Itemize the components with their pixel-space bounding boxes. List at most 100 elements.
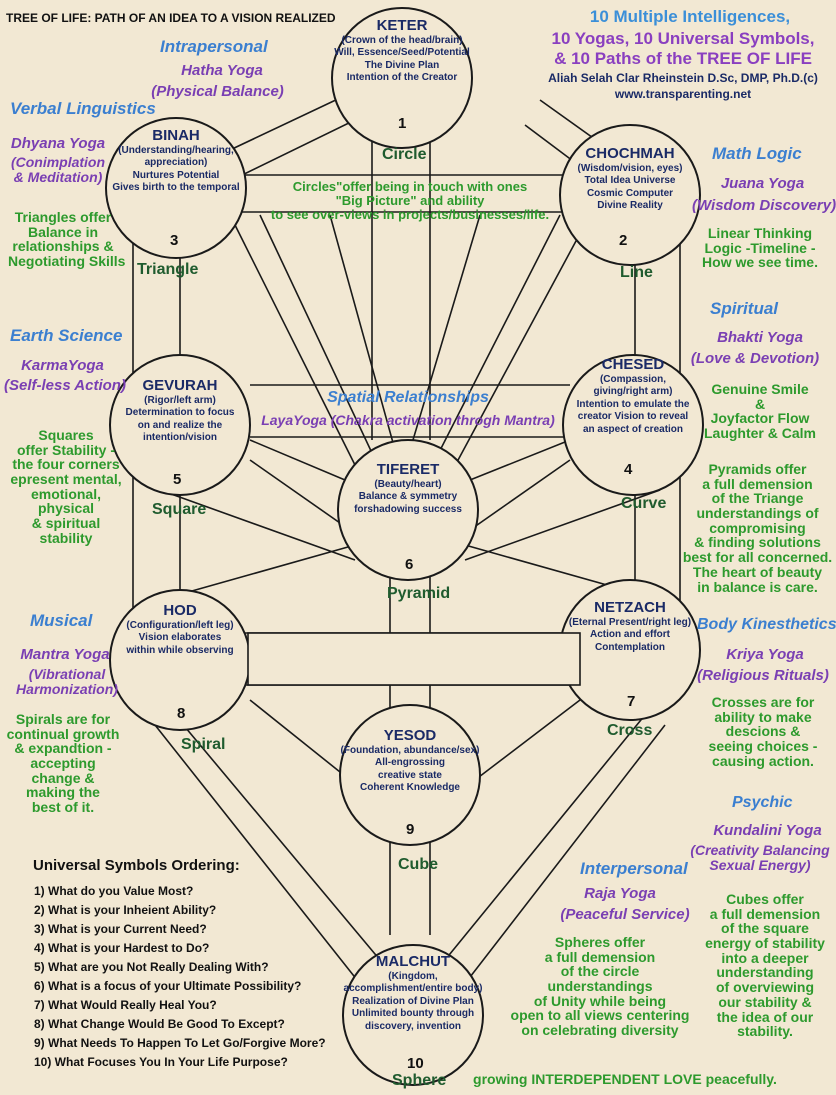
ordering-item: 5) What are you Not Really Dealing With? [34,960,269,974]
spatial-yoga: LayaYoga (Chakra activation throgh Mantr… [261,412,555,428]
interpersonal-yoga-sub: (Peaceful Service) [560,906,690,923]
malchut-symbol: Sphere [392,1072,447,1089]
footer-line: growing INTERDEPENDENT LOVE peacefully. [473,1071,777,1087]
body-yoga-sub: (Religious Rituals) [697,667,829,684]
spatial-label: Spatial Relationships [327,389,489,406]
yesod-circle [339,704,481,846]
malchut-description-line: discovery, invention [365,1020,461,1032]
binah-title: BINAH [152,127,200,144]
yesod-label-block: YESOD(Foundation, abundance/sex)All-engr… [335,728,485,794]
netzach-label-block: NETZACH(Eternal Present/right leg)Action… [555,600,705,653]
binah-symbol: Triangle [137,261,199,278]
musical-label: Musical [30,611,93,630]
malchut-description-line: (Kingdom, [388,970,438,982]
website-link[interactable]: www.transparenting.net [614,87,752,101]
chochmah-description-line: Cosmic Computer [586,187,674,199]
ordering-item: 6) What is a focus of your Ultimate Poss… [34,979,302,993]
gevurah-title: GEVURAH [142,377,218,394]
ordering-item: 2) What is your Inheient Ability? [34,903,217,917]
hod-description-line: Vision elaborates [138,632,222,644]
netzach-title: NETZACH [594,599,666,616]
hod-label-block: HOD(Configuration/left leg)Vision elabor… [105,603,255,656]
psychic-label: Psychic [732,794,793,811]
ordering-item: 9) What Needs To Happen To Let Go/Forgiv… [34,1036,326,1050]
chochmah-label-block: CHOCHMAH(Wisdom/vision, eyes)Total Idea … [555,146,705,212]
netzach-symbol: Cross [607,722,653,739]
malchut-number: 10 [407,1055,424,1072]
chesed-symbol: Curve [621,495,667,512]
tiferet-description-line: (Beauty/heart) [374,478,442,490]
chochmah-circle [559,124,701,266]
tiferet-description-line: Balance & symmetry [358,491,458,503]
math-label: Math Logic [712,144,802,163]
hod-description-line: (Configuration/left leg) [126,619,234,631]
keter-description-line: (Crown of the head/brain) [341,34,463,46]
header-line-3: & 10 Paths of the TREE OF LIFE [554,49,812,68]
keter-circle [331,7,473,149]
binah-description-line: (Understanding/hearing, [118,144,234,156]
netzach-description-line: Contemplation [595,641,665,653]
keter-description-line: Intention of the Creator [346,72,458,84]
ordering-item: 7) What Would Really Heal You? [34,998,217,1012]
binah-description-line: Gives birth to the temporal [112,182,240,194]
header-line-2: 10 Yogas, 10 Universal Symbols, [551,29,815,48]
earth-yoga-sub: (Self-less Action) [4,377,126,394]
intrapersonal-yoga: Hatha Yoga [181,62,263,79]
hod-number: 8 [177,705,186,722]
circles-note: Circles"offer being in touch with ones"B… [270,179,550,223]
hod-title: HOD [163,602,197,619]
binah-description-line: Nurtures Potential [132,169,220,181]
binah-label-block: BINAH(Understanding/hearing,appreciation… [101,128,251,194]
chochmah-description-line: Divine Reality [597,200,663,212]
chesed-label-block: CHESED(Compassion,giving/right arm)Inten… [558,357,708,435]
chesed-title: CHESED [601,356,665,373]
malchut-description-line: accomplishment/entire body) [343,983,483,995]
verbal-label: Verbal Linguistics [10,99,156,118]
spiritual-label: Spiritual [710,299,779,318]
malchut-description-line: Realization of Divine Plan [352,995,474,1007]
malchut-label-block: MALCHUT(Kingdom,accomplishment/entire bo… [338,954,488,1032]
keter-description-line: Will, Essence/Seed/Potential [334,47,470,59]
malchut-description-line: Unlimited bounty through [351,1008,475,1020]
yesod-title: YESOD [383,727,437,744]
author: Aliah Selah Clar Rheinstein D.Sc, DMP, P… [548,71,818,85]
ordering-item: 1) What do you Value Most? [34,884,194,898]
keter-number: 1 [398,115,407,132]
netzach-description-line: Action and effort [590,629,670,641]
verbal-yoga: Dhyana Yoga [10,135,106,152]
page-title: TREE OF LIFE: PATH OF AN IDEA TO A VISIO… [6,11,336,25]
verbal-yoga-sub: (Conimplation& Meditation) [10,154,106,185]
gevurah-label-block: GEVURAH(Rigor/left arm)Determination to … [105,378,255,444]
binah-circle [105,117,247,259]
header-line-1: 10 Multiple Intelligences, [589,7,791,26]
body-yoga: Kriya Yoga [726,646,804,663]
tiferet-symbol: Pyramid [387,585,451,602]
keter-label-block: KETER(Crown of the head/brain)Will, Esse… [327,18,477,84]
spiritual-yoga-sub: (Love & Devotion) [690,350,820,367]
yesod-description-line: Coherent Knowledge [359,782,460,794]
chochmah-number: 2 [619,232,628,249]
yesod-symbol: Cube [398,856,438,873]
gevurah-description-line: intention/vision [143,432,217,444]
keter-description-line: The Divine Plan [364,59,440,71]
malchut-title: MALCHUT [375,953,451,970]
hod-symbol: Spiral [181,736,226,753]
tiferet-circle [337,439,479,581]
chochmah-title: CHOCHMAH [585,145,675,162]
netzach-description-line: (Eternal Present/right leg) [568,616,692,628]
tiferet-number: 6 [405,556,414,573]
yesod-description-line: All-engrossing [374,757,445,769]
ordering-item: 3) What is your Current Need? [34,922,207,936]
ordering-item: 8) What Change Would Be Good To Except? [34,1017,285,1031]
